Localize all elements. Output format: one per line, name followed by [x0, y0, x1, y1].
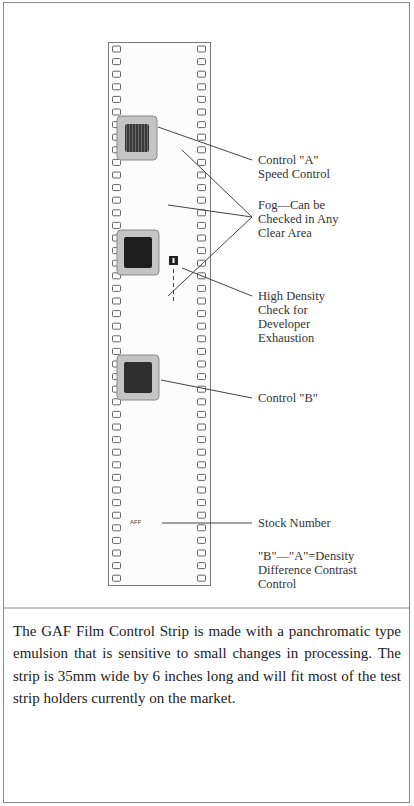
callout-label: Control "A" Speed Control — [258, 153, 342, 181]
callout-label: Control "B" — [258, 391, 378, 405]
callout-label: Fog—Can be Checked in Any Clear Area — [258, 198, 354, 240]
callout-label: High Density Check for Developer Exhaust… — [258, 289, 340, 345]
caption: The GAF Film Control Strip is made with … — [13, 620, 401, 710]
stock-number: AFF — [130, 519, 160, 526]
callout-label: Stock Number — [258, 516, 378, 530]
note-label: "B"—"A"=Density Difference Contrast Cont… — [258, 549, 368, 591]
